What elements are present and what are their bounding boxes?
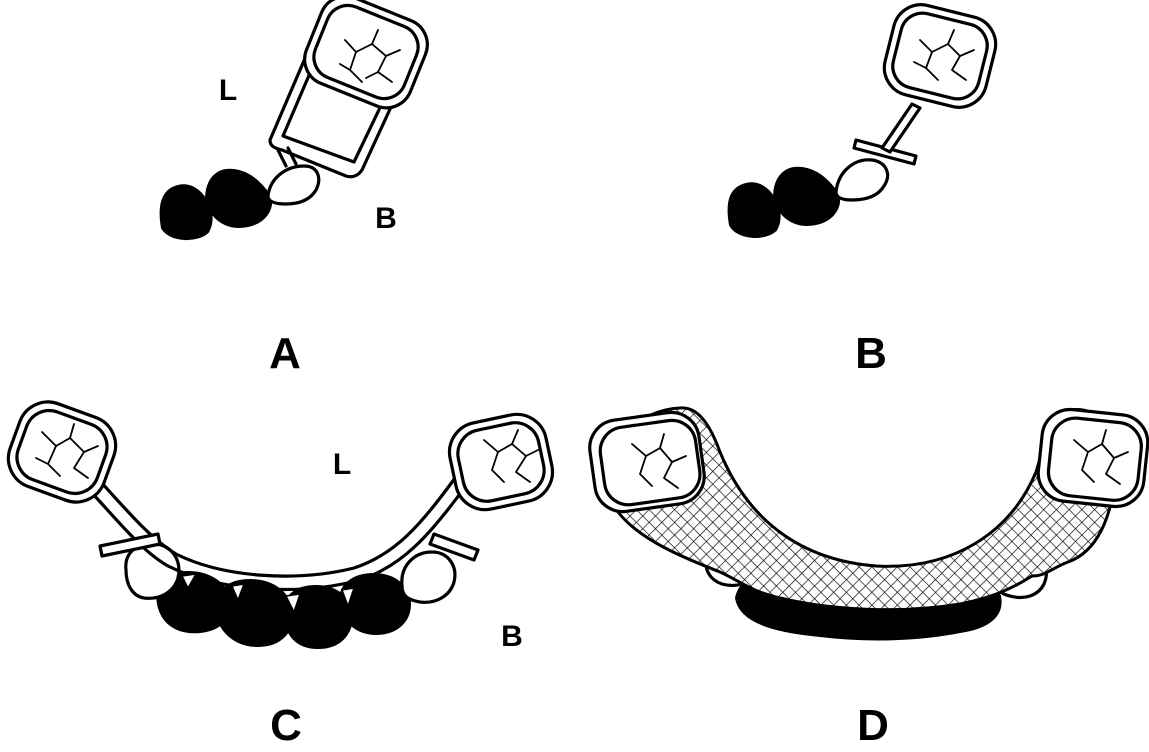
abutment-tooth [268,166,319,204]
molar-tooth-left [586,409,708,515]
molar-tooth-right [444,409,558,515]
incisor-tooth [206,170,271,227]
panel-c-label: C [270,701,302,750]
buccal-label: B [501,620,523,653]
abutment-tooth [836,160,888,200]
incisor-tooth [161,185,212,239]
buccal-label: B [375,202,397,235]
molar-tooth [878,0,1001,113]
molar-tooth-left [0,394,124,511]
panel-c: L B C [0,394,558,750]
panel-b-label: B [855,329,887,378]
molar-tooth-right [1035,407,1149,510]
abutment-tooth [402,552,455,602]
panel-b: B [729,0,1002,378]
panel-d-label: D [857,701,889,750]
panel-d: D [586,407,1149,750]
incisor-tooth [774,168,839,225]
panel-a: L B A [161,0,436,378]
incisor-tooth [729,183,780,237]
panel-a-label: A [269,329,301,378]
lingual-label: L [333,448,351,481]
clasp-stem [882,104,920,152]
lingual-label: L [219,74,237,107]
